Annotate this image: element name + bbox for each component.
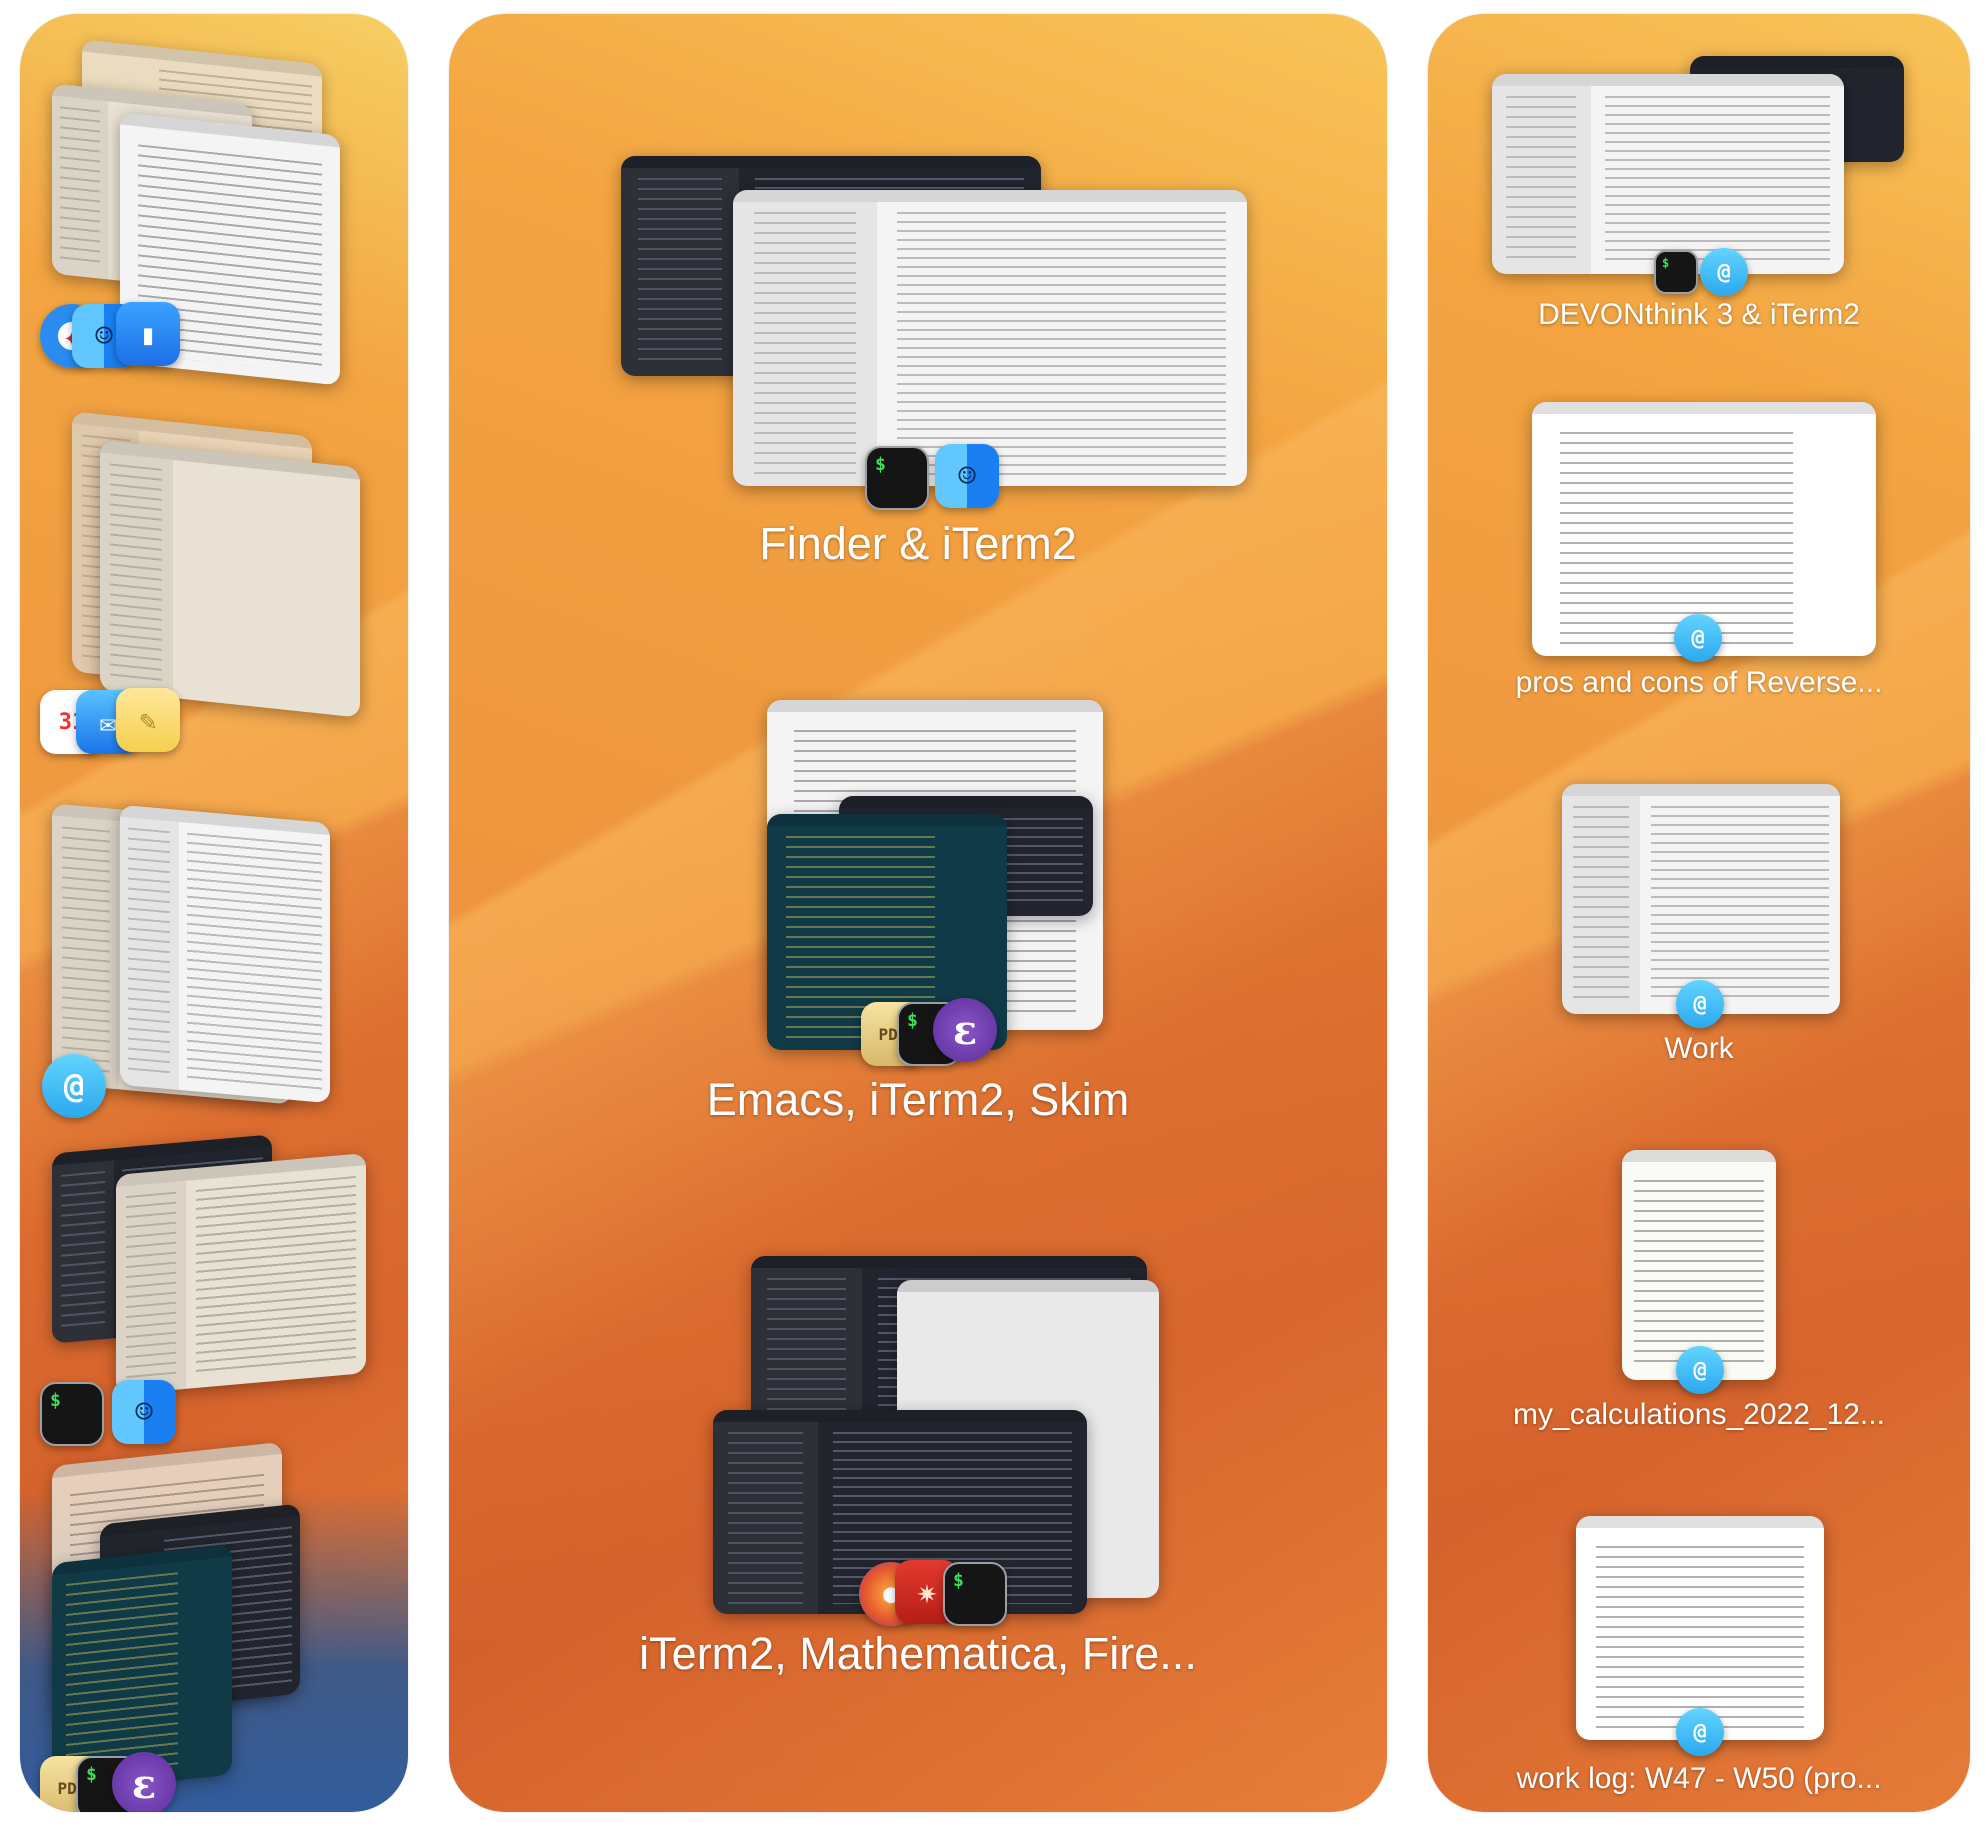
stage-group-label: Work	[1664, 1032, 1734, 1065]
window-thumbnail	[1622, 1150, 1776, 1380]
stage-group-label: DEVONthink 3 & iTerm2	[1538, 298, 1860, 331]
stage-group-label: my_calculations_2022_12...	[1513, 1398, 1885, 1431]
stage-group-label: Emacs, iTerm2, Skim	[706, 1074, 1130, 1125]
window-thumbnail	[120, 804, 330, 1104]
stage-group-label: Finder & iTerm2	[759, 518, 1077, 569]
window-thumbnail	[116, 1153, 366, 1395]
devonthink-icon: @	[1676, 980, 1724, 1028]
stage-group-label: iTerm2, Mathematica, Fire...	[639, 1628, 1197, 1679]
window-thumbnail	[100, 440, 360, 718]
stage-group-label: work log: W47 - W50 (pro...	[1516, 1762, 1882, 1795]
devonthink-icon: @	[42, 1054, 106, 1118]
iterm2-icon: $	[1654, 250, 1698, 294]
books-icon: ▮	[116, 302, 180, 366]
left-stage-strip: ✦ ☺ ▮ 31 ✉ ✎ @ $ ☺ PDF $ ε	[20, 14, 408, 1812]
emacs-icon: ε	[933, 998, 997, 1062]
iterm2-icon: $	[865, 446, 929, 510]
iterm2-icon: $	[40, 1382, 104, 1446]
stage-group-label: pros and cons of Reverse...	[1515, 666, 1883, 699]
devonthink-icon: @	[1700, 248, 1748, 296]
right-stage-strip: $ @ DEVONthink 3 & iTerm2 @ pros and con…	[1428, 14, 1970, 1812]
window-thumbnail	[733, 190, 1247, 486]
devonthink-icon: @	[1676, 1346, 1724, 1394]
devonthink-icon: @	[1674, 614, 1722, 662]
notes-icon: ✎	[116, 688, 180, 752]
iterm2-icon: $	[943, 1562, 1007, 1626]
devonthink-icon: @	[1676, 1708, 1724, 1756]
emacs-icon: ε	[112, 1752, 176, 1812]
window-thumbnail	[1492, 74, 1844, 274]
main-stage-panel: $ ☺ Finder & iTerm2 PDF $ ε Emacs, iTerm…	[449, 14, 1387, 1812]
finder-icon: ☺	[112, 1380, 176, 1444]
window-thumbnail	[1576, 1516, 1824, 1740]
window-thumbnail	[1562, 784, 1840, 1014]
finder-icon: ☺	[935, 444, 999, 508]
window-thumbnail	[1532, 402, 1876, 656]
